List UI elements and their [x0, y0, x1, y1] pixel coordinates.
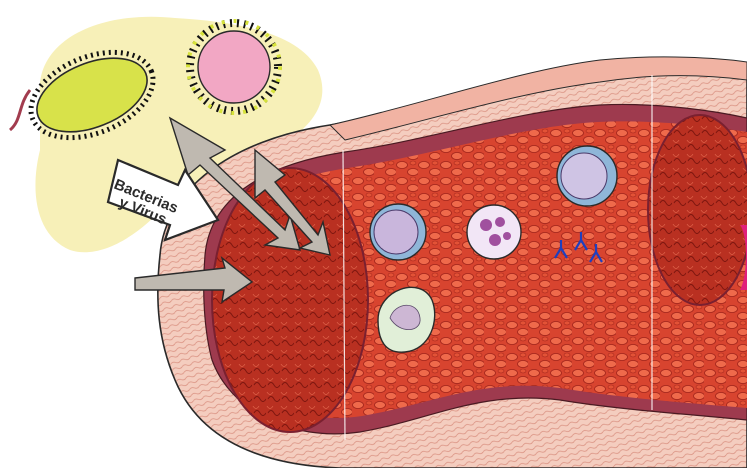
lymphocyte-cell — [370, 204, 426, 260]
virus-icon — [188, 21, 280, 113]
vessel-cross-section-right — [648, 115, 747, 305]
lymphocyte-cell — [557, 146, 617, 206]
neutrophil-cell — [467, 205, 521, 259]
